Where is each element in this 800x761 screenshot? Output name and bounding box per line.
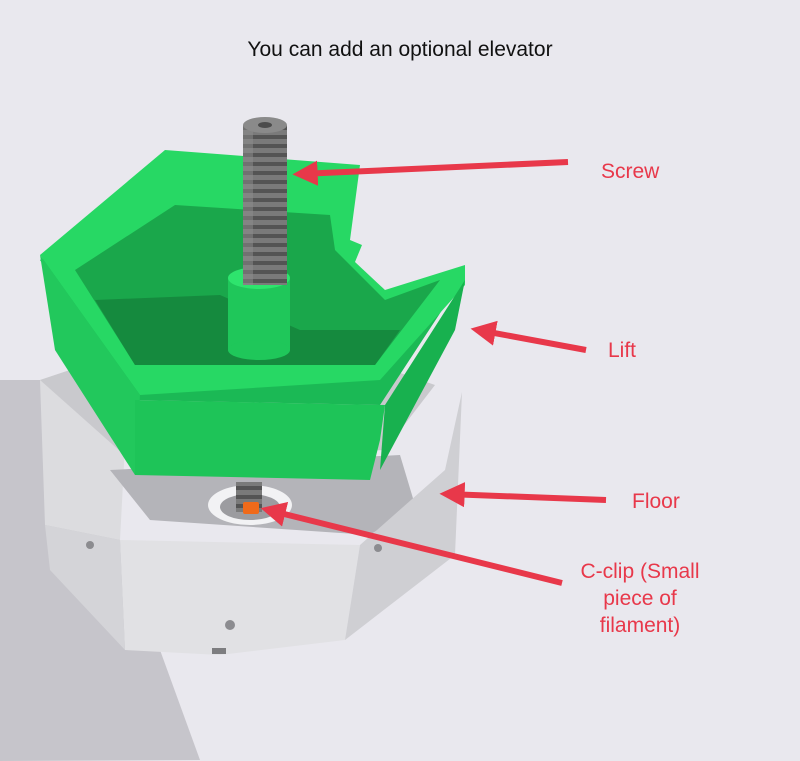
mount-hole-front bbox=[225, 620, 235, 630]
lift-label: Lift bbox=[608, 339, 637, 362]
lift-right-face bbox=[380, 280, 465, 470]
mount-hole-right bbox=[374, 544, 382, 552]
floor-arrow bbox=[439, 482, 607, 508]
base-left-wall bbox=[45, 525, 125, 650]
floor-label: Floor bbox=[632, 490, 680, 513]
c-clip-label: C-clip (Small piece of filament) bbox=[580, 560, 700, 637]
lift-front-face bbox=[40, 255, 140, 475]
screw-arrow bbox=[292, 159, 569, 186]
base-right-face bbox=[345, 392, 462, 640]
cclip-arrow bbox=[260, 502, 563, 586]
mount-hole-left bbox=[86, 541, 94, 549]
base-foot bbox=[212, 648, 226, 654]
screw-label: Screw bbox=[601, 160, 660, 183]
lift-arrow bbox=[470, 320, 587, 353]
lift-front-bottom bbox=[135, 400, 385, 480]
base-front-face bbox=[120, 540, 360, 655]
lift-center-boss bbox=[228, 278, 290, 350]
screw-part bbox=[243, 117, 287, 285]
page-title: You can add an optional elevator bbox=[247, 38, 553, 61]
c-clip bbox=[243, 502, 259, 514]
